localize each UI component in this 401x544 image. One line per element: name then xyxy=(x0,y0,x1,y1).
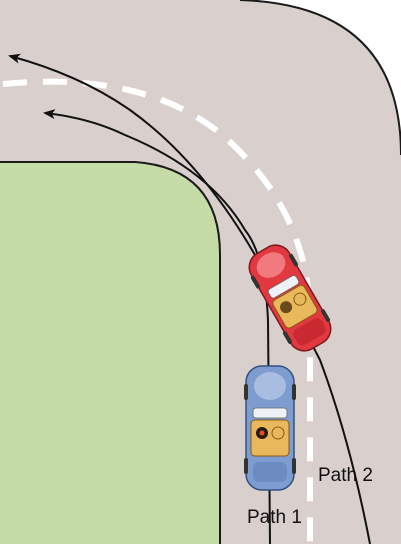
path-1-label: Path 1 xyxy=(247,508,302,527)
path-2-label: Path 2 xyxy=(318,466,373,485)
grass-field xyxy=(0,162,220,544)
blue-car xyxy=(244,366,296,490)
